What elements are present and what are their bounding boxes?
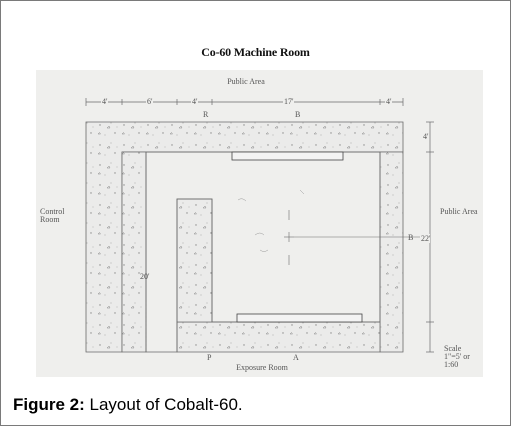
label-control-room-line1: Control bbox=[40, 207, 65, 216]
marker-top-a: R bbox=[203, 110, 209, 119]
scale-line1: Scale bbox=[444, 344, 462, 353]
marker-bottom-a: P bbox=[207, 353, 212, 362]
figure-caption: Figure 2: Layout of Cobalt-60. bbox=[13, 395, 243, 415]
bottom-wall bbox=[176, 321, 381, 353]
shield-walls bbox=[85, 121, 404, 353]
dim-d5: 4' bbox=[385, 97, 393, 106]
scale-line2: 1"=5' or bbox=[444, 352, 470, 361]
label-public-area-right: Public Area bbox=[440, 207, 478, 216]
treatment-room-outline bbox=[145, 151, 381, 353]
top-lead-panel bbox=[231, 151, 344, 161]
dim-d4: 17' bbox=[283, 97, 295, 106]
faint-sketch-marks bbox=[237, 189, 305, 252]
marker-top-b: B bbox=[295, 110, 301, 119]
scale-line3: 1:60 bbox=[444, 360, 459, 369]
dim-right-top: 4' bbox=[423, 132, 429, 141]
dim-d1: 4' bbox=[101, 97, 109, 106]
top-dimension-line bbox=[85, 98, 404, 106]
diagram-title: Co-60 Machine Room bbox=[201, 45, 310, 59]
marker-bottom-b: A bbox=[293, 353, 299, 362]
bottom-lead-panel bbox=[236, 313, 363, 323]
inner-left-wall bbox=[121, 151, 147, 353]
right-wall bbox=[379, 151, 404, 353]
maze-wall bbox=[176, 198, 213, 323]
label-public-area-top: Public Area bbox=[227, 77, 265, 86]
dim-inner-left: 20' bbox=[140, 272, 150, 281]
caption-text: Layout of Cobalt-60. bbox=[84, 395, 243, 414]
label-control-room-line2: Room bbox=[40, 215, 60, 224]
marker-right: B bbox=[408, 233, 414, 242]
dim-right-main: 22' bbox=[421, 234, 431, 243]
caption-label: Figure 2: bbox=[13, 395, 85, 414]
dim-d2: 6' bbox=[146, 97, 154, 106]
dim-d3: 4' bbox=[191, 97, 199, 106]
source-position-marker bbox=[145, 210, 420, 352]
label-exposure-room: Exposure Room bbox=[236, 363, 288, 372]
